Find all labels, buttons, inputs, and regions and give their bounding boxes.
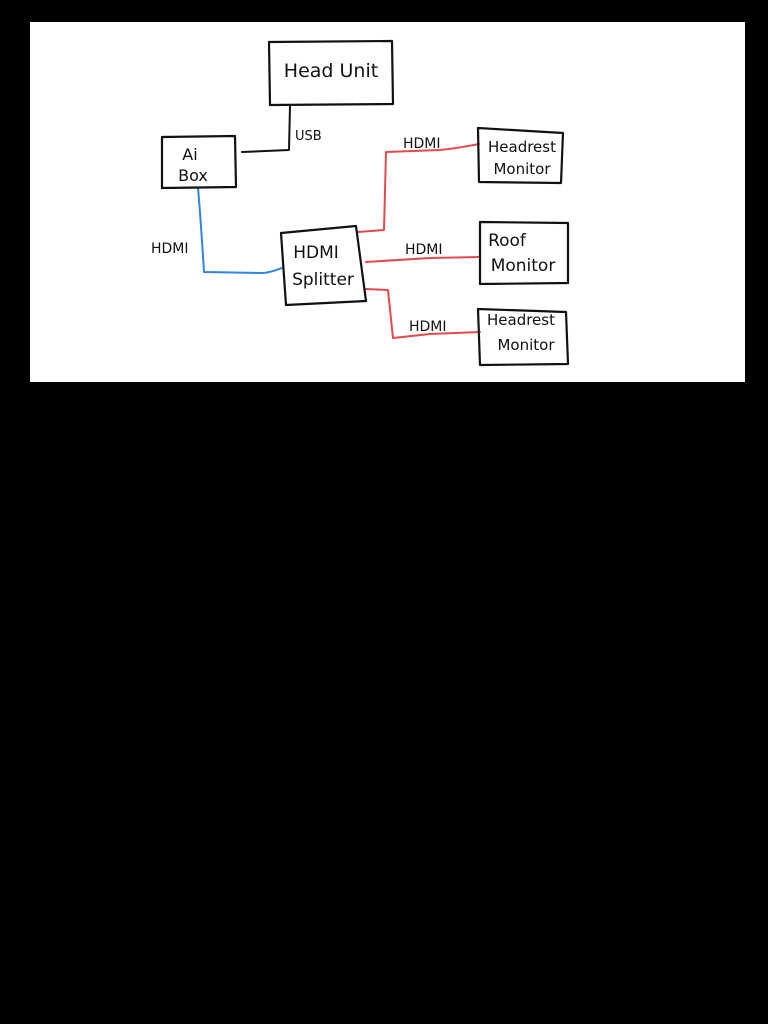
- usb-edge-label: USB: [295, 129, 322, 144]
- headrest-monitor-top-label-line2: Monitor: [493, 160, 551, 178]
- hdmi-cable-splitter-headrest-top: [357, 143, 480, 233]
- roof-monitor-label-line2: Monitor: [491, 256, 556, 276]
- ai-box-node: Ai Box: [160, 134, 238, 190]
- roof-monitor-label-line1: Roof: [488, 231, 527, 251]
- hdmi-splitter-label-line1: HDMI: [293, 243, 339, 263]
- hdmi-splitter-node: HDMI Splitter: [279, 224, 368, 307]
- headrest-monitor-bottom-label-line2: Monitor: [497, 336, 555, 354]
- hdmi-splitter-label-line2: Splitter: [292, 270, 354, 290]
- headrest-monitor-bottom-label-line1: Headrest: [487, 311, 555, 329]
- ai-box-label-line1: Ai: [182, 145, 197, 164]
- headrest-monitor-bottom-node: Headrest Monitor: [476, 307, 570, 367]
- hdmi-cable-splitter-headrest-bottom: [365, 288, 481, 339]
- hdmi-edge-label-roof: HDMI: [405, 242, 443, 258]
- diagram-canvas: [30, 22, 745, 382]
- headrest-monitor-top-label-line1: Headrest: [488, 138, 556, 156]
- headrest-monitor-top-node: Headrest Monitor: [476, 126, 565, 185]
- head-unit-node: Head Unit: [267, 39, 395, 107]
- hdmi-cable-aibox-splitter: [197, 187, 283, 274]
- ai-box-label-line2: Box: [178, 166, 208, 185]
- hdmi-edge-label-headrest-bottom: HDMI: [409, 319, 447, 335]
- head-unit-label: Head Unit: [284, 60, 378, 82]
- hdmi-cable-splitter-roof: [365, 256, 481, 263]
- roof-monitor-node: Roof Monitor: [478, 220, 570, 286]
- usb-cable: [241, 105, 291, 153]
- hdmi-edge-label-headrest-top: HDMI: [403, 136, 441, 152]
- hdmi-edge-label-aibox: HDMI: [151, 241, 189, 257]
